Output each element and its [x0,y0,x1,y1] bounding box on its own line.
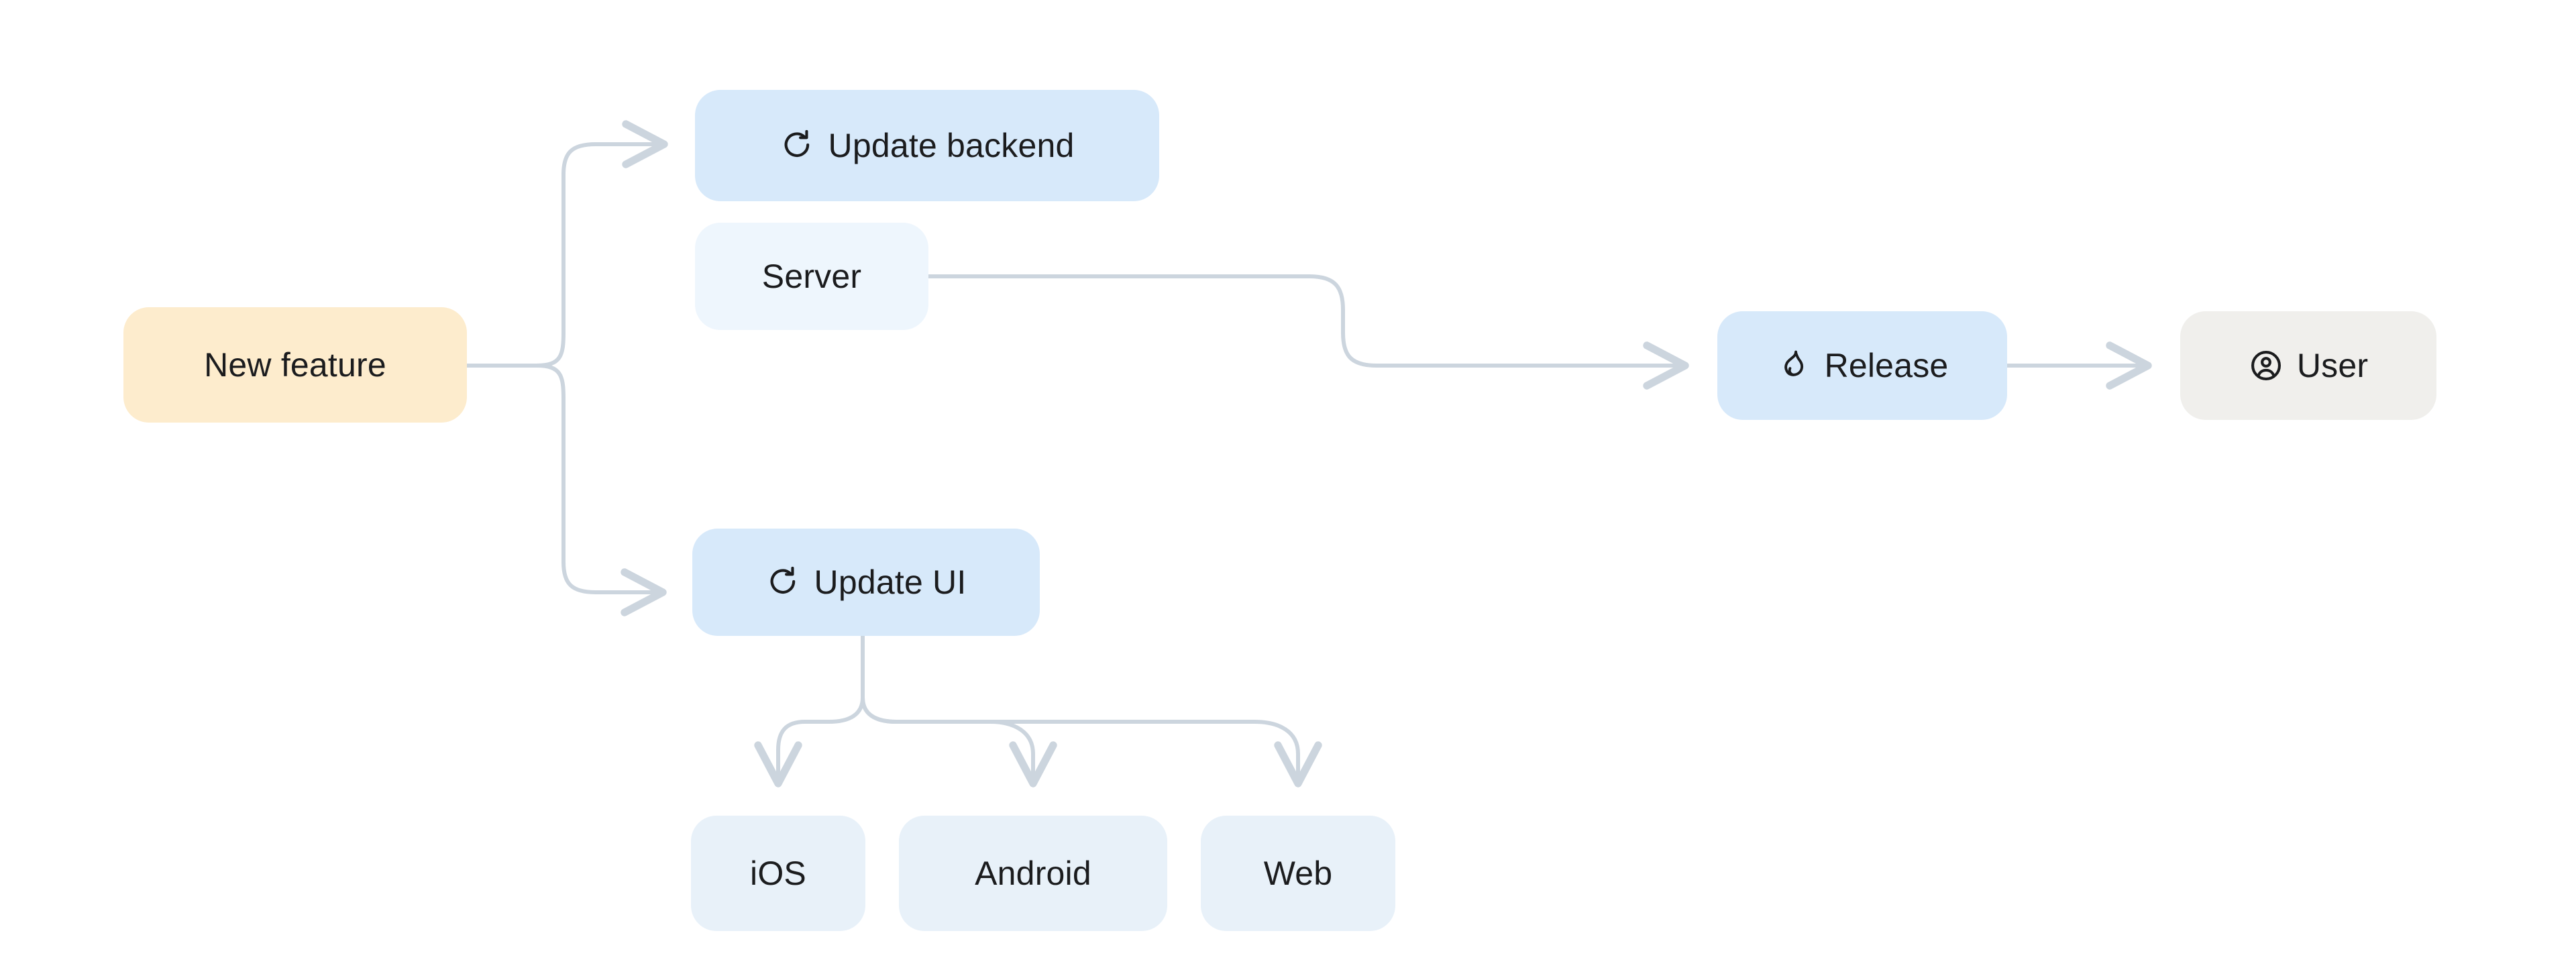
node-label-update-ui: Update UI [814,563,967,601]
flame-icon [1776,348,1811,383]
refresh-icon [766,565,801,600]
edge-new-feature-to-update-backend [535,120,668,368]
edge-update-ui-to-ios [754,696,865,787]
node-label-android: Android [975,855,1091,892]
node-label-ios: iOS [750,855,806,892]
node-label-user: User [2296,347,2369,384]
node-release[interactable]: Release [1717,311,2007,420]
refresh-icon [780,128,815,163]
node-label-release: Release [1824,347,1949,384]
node-user[interactable]: User [2180,311,2436,420]
edge-server-to-release [926,274,1689,390]
node-label-new-feature: New feature [204,346,386,384]
edge-update-ui-to-web [861,696,1322,787]
node-update-backend[interactable]: Update backend [695,90,1159,201]
node-server[interactable]: Server [695,223,928,330]
node-ios[interactable]: iOS [691,816,865,931]
node-android[interactable]: Android [899,816,1167,931]
edge-new-feature-to-update-ui [535,364,667,616]
node-label-update-backend: Update backend [828,127,1075,164]
node-new-feature[interactable]: New feature [123,307,467,423]
node-label-web: Web [1263,855,1333,892]
node-label-server: Server [761,258,862,295]
user-circle-icon [2249,348,2284,383]
edge-update-ui-to-android [861,696,1057,787]
node-web[interactable]: Web [1201,816,1395,931]
node-update-ui[interactable]: Update UI [692,529,1040,636]
